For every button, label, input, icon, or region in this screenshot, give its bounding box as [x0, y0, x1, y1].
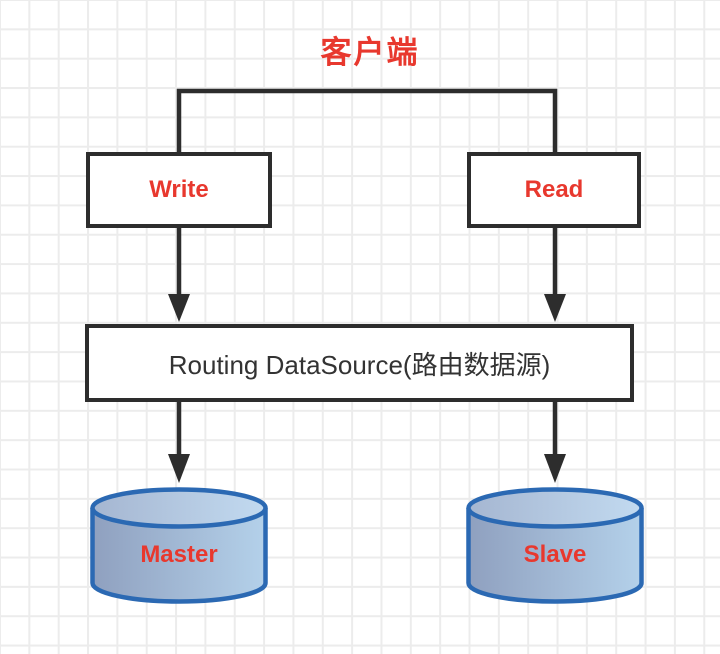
arrow-write-to-routing	[168, 226, 190, 322]
read-node-label: Read	[524, 176, 584, 203]
master-database-cylinder	[90, 487, 268, 604]
read-node: Read	[467, 152, 641, 228]
write-node: Write	[86, 152, 272, 228]
slave-database-label: Slave	[523, 541, 587, 568]
master-database-label: Master	[140, 541, 218, 568]
client-title: 客户端	[320, 35, 420, 70]
arrow-routing-to-slave	[544, 402, 566, 483]
routing-datasource-label: Routing DataSource(路由数据源)	[168, 349, 551, 380]
routing-datasource-node: Routing DataSource(路由数据源)	[85, 324, 634, 402]
client-bracket-connector	[176, 88, 558, 152]
arrow-read-to-routing	[544, 226, 566, 322]
slave-database-cylinder	[466, 487, 644, 604]
write-node-label: Write	[149, 176, 209, 203]
arrow-routing-to-master	[168, 402, 190, 483]
